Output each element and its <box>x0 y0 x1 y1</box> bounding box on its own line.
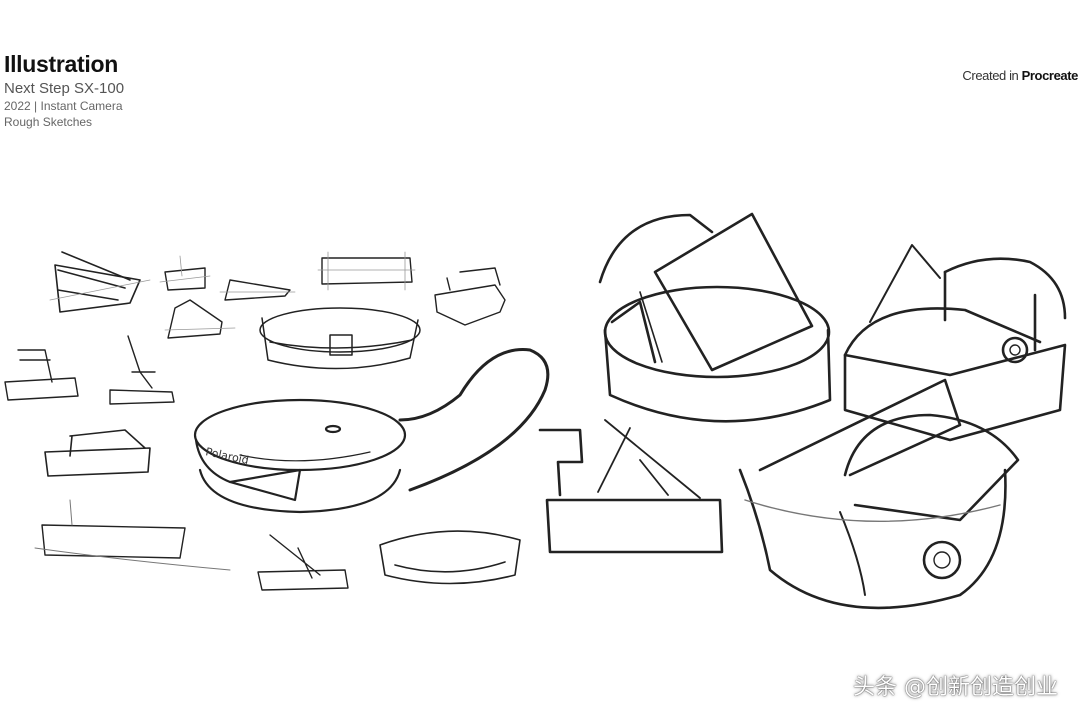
created-in-credit: Created in Procreate <box>962 68 1078 83</box>
thumbnail-sketch-6 <box>164 299 236 339</box>
product-name: Next Step SX-100 <box>4 80 125 97</box>
thumbnail-sketch-11 <box>34 499 231 571</box>
credit-app: Procreate <box>1021 68 1079 83</box>
thumbnail-sketch-12 <box>257 534 349 591</box>
polaroid-label: Polaroid <box>204 445 250 467</box>
watermark: 头条 @创新创造创业 <box>853 675 1058 700</box>
thumbnail-sketch-4 <box>317 251 416 291</box>
camera-render-4 <box>738 378 1020 610</box>
thumbnail-sketch-3 <box>219 279 296 301</box>
round-camera-sketch <box>193 348 550 514</box>
year-category: 2022 | Instant Camera <box>4 99 123 113</box>
header-block: Illustration Next Step SX-100 2022 | Ins… <box>4 50 124 130</box>
camera-render-3 <box>538 419 724 554</box>
thumbnail-sketch-7 <box>259 307 421 370</box>
thumbnail-sketch-9 <box>109 335 175 405</box>
camera-render-2 <box>843 244 1067 442</box>
page-title: Illustration <box>4 51 118 77</box>
thumbnail-sketch-10 <box>44 429 151 477</box>
thumbnail-sketch-2 <box>159 255 211 291</box>
credit-prefix: Created in <box>962 68 1022 83</box>
sketch-type: Rough Sketches <box>4 115 93 129</box>
thumbnail-sketch-5 <box>434 267 506 326</box>
thumbnail-sketch-1 <box>49 251 151 313</box>
camera-render-1 <box>598 212 832 423</box>
thumbnail-sketch-13 <box>379 530 521 585</box>
thumbnail-sketch-8 <box>4 349 79 401</box>
